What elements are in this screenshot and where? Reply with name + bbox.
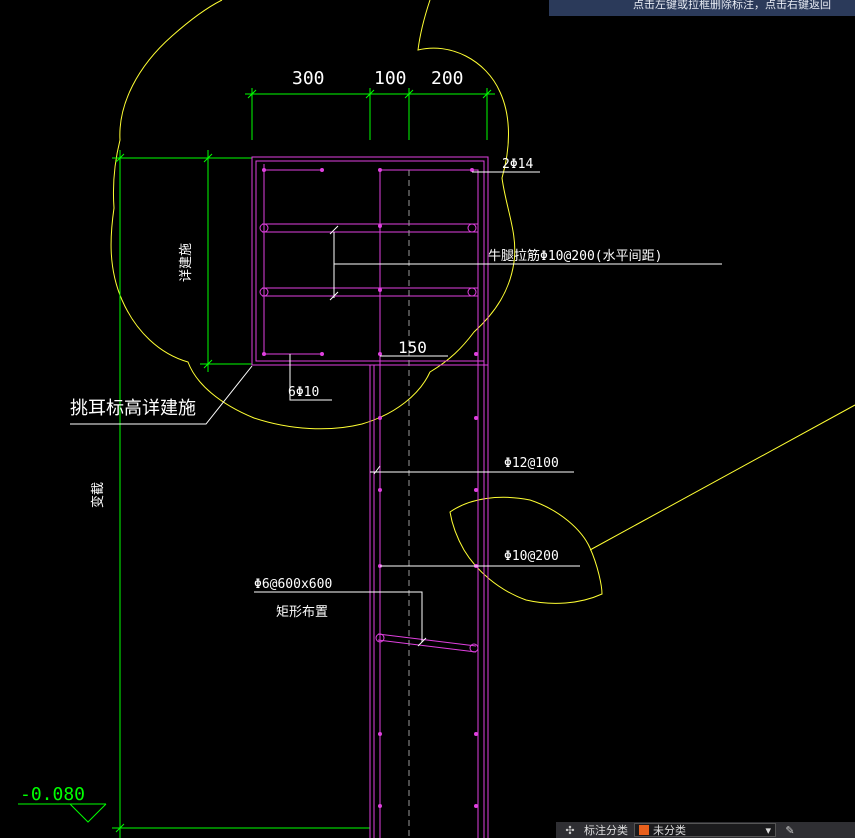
annotation-tool-icon[interactable]: ✣ (565, 823, 575, 837)
rebar-dots (259, 168, 479, 808)
label-tie-spec: Φ6@600x600 (254, 577, 332, 592)
annotation-status-bar: ✣ 标注分类 未分类 ▾ ✎ (556, 822, 855, 838)
dimension-lines (18, 88, 495, 838)
rebar-outlines (251, 156, 489, 838)
revision-cloud-wall (449, 496, 603, 604)
revision-cloud-corbel (110, 0, 516, 430)
label-elevation: -0.080 (20, 784, 85, 805)
cloud-leader-right (589, 404, 855, 551)
label-corbel-elev: 挑耳标高详建施 (70, 398, 196, 419)
dim-100: 100 (374, 68, 407, 89)
annotation-category-select[interactable]: 未分类 ▾ (634, 823, 776, 837)
dim-150: 150 (398, 338, 427, 357)
leader-lines (70, 171, 722, 647)
dim-300: 300 (292, 68, 325, 89)
command-hint-bar: 点击左键或拉框删除标注，点击右键返回 (549, 0, 855, 16)
label-stirrup: Φ12@100 (504, 456, 559, 471)
label-tie-layout: 矩形布置 (276, 605, 328, 620)
dim-200: 200 (431, 68, 464, 89)
label-left-dim: 变截 (90, 482, 106, 508)
annotation-category-label: 标注分类 (584, 824, 628, 837)
label-corbel-ties: 牛腿拉筋Φ10@200(水平间距) (488, 248, 662, 264)
category-color-swatch (639, 825, 649, 835)
label-side-bars: 6Φ10 (288, 385, 319, 400)
chevron-down-icon: ▾ (765, 823, 771, 837)
label-vertical-dim: 详建施 (179, 243, 194, 282)
category-value: 未分类 (653, 824, 686, 837)
hint-text: 点击左键或拉框删除标注，点击右键返回 (633, 0, 831, 11)
label-top-bars: 2Φ14 (502, 157, 533, 172)
label-wall-bar: Φ10@200 (504, 549, 559, 564)
edit-icon[interactable]: ✎ (785, 823, 795, 837)
